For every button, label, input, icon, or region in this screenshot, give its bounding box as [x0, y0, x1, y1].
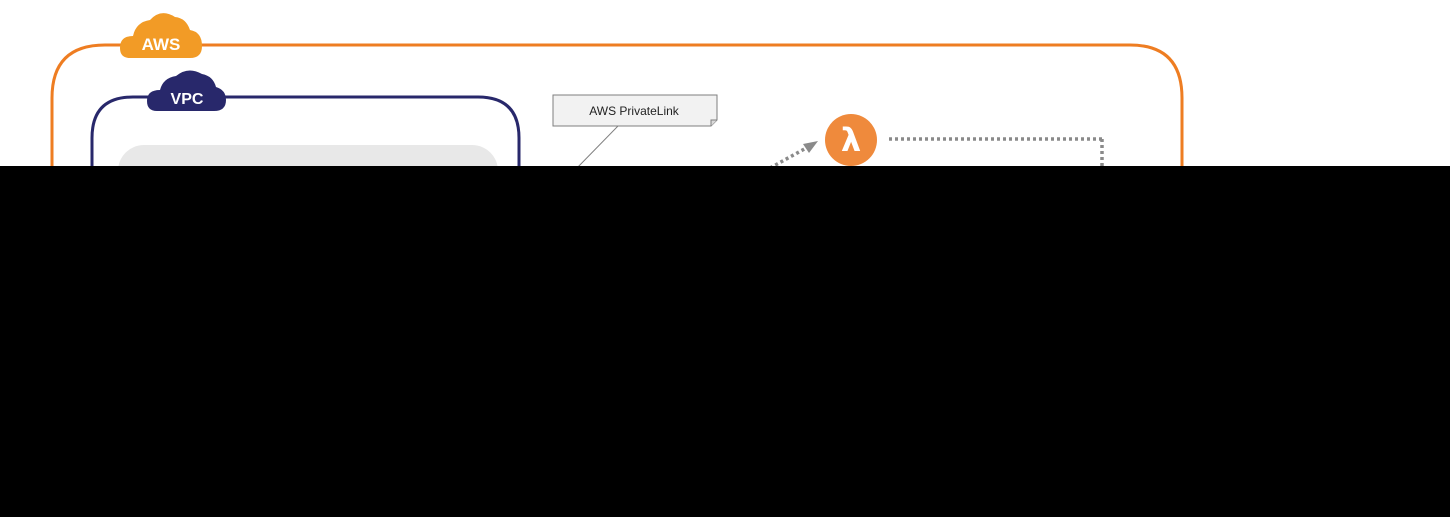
lambda-node: λ — [825, 114, 877, 166]
privatelink-callout: AWS PrivateLink — [552, 94, 718, 171]
vpc-cloud-icon — [147, 70, 226, 111]
lambda-icon: λ — [841, 121, 861, 159]
aws-badge-label: AWS — [142, 35, 181, 54]
dotted-arrow-to-lambda — [769, 141, 818, 170]
aws-boundary — [50, 43, 1184, 260]
privatelink-label: AWS PrivateLink — [589, 104, 680, 118]
callout-leader-line — [574, 125, 619, 171]
dotted-connector-from-lambda — [889, 137, 1104, 166]
vpc-boundary — [90, 95, 521, 260]
aws-cloud-icon — [120, 13, 202, 59]
redacted-region — [0, 166, 1450, 517]
aws-badge: AWS — [120, 13, 202, 59]
vpc-badge: VPC — [147, 70, 226, 111]
vpc-badge-label: VPC — [171, 91, 204, 108]
